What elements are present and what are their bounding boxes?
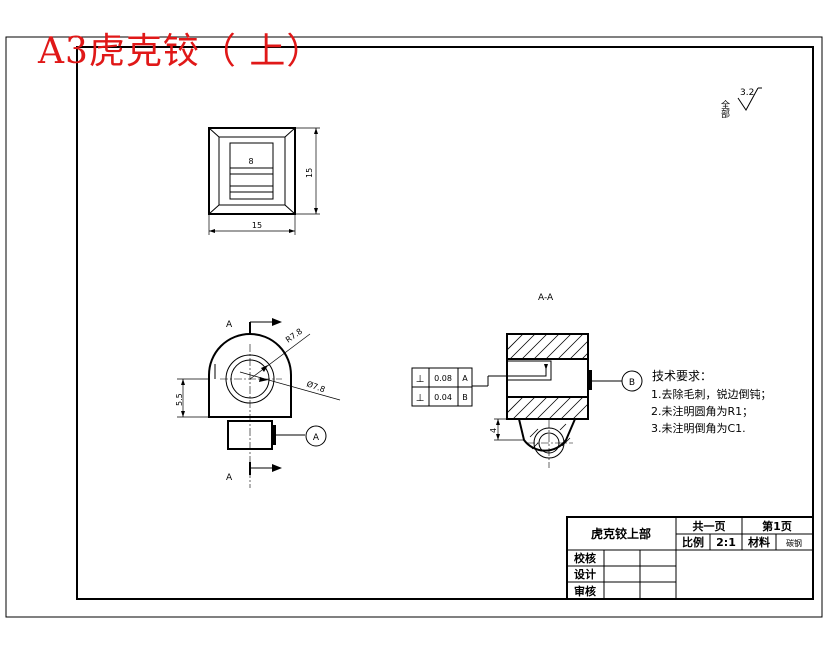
title-page-no: 第1页 bbox=[762, 519, 792, 533]
tolerance-1-datum: A bbox=[462, 374, 468, 383]
title-block: 虎克铰上部 共一页 第1页 比例 2:1 材料 碳钢 校核 设计 审核 bbox=[566, 516, 814, 600]
front-height-dim: 5.5 bbox=[175, 393, 184, 406]
section-depth-dim: 4 bbox=[489, 428, 498, 433]
tolerance-2-symbol: ⊥ bbox=[416, 393, 425, 404]
tech-req-item-1: 1.去除毛刺，锐边倒钝； bbox=[651, 387, 772, 401]
title-designed-label: 设计 bbox=[574, 567, 596, 581]
section-view: A-A B bbox=[472, 293, 643, 468]
tolerance-2-datum: B bbox=[462, 393, 468, 402]
tech-req-item-2: 2.未注明圆角为R1； bbox=[651, 404, 753, 418]
front-section-label-bottom: A bbox=[226, 473, 233, 483]
front-view: A A A R7.8 bbox=[175, 318, 341, 488]
tolerance-1-symbol: ⊥ bbox=[416, 374, 425, 385]
top-view-height-dim: 15 bbox=[305, 168, 314, 178]
title-scale-value: 2:1 bbox=[716, 536, 736, 549]
tech-req-heading: 技术要求： bbox=[652, 369, 712, 383]
title-part-name: 虎克铰上部 bbox=[591, 526, 651, 541]
inner-frame bbox=[76, 46, 814, 600]
front-section-label-top: A bbox=[226, 320, 233, 330]
section-title: A-A bbox=[538, 293, 554, 303]
title-approved-label: 审核 bbox=[574, 584, 596, 598]
front-bore-dim: Ø7.8 bbox=[305, 378, 326, 394]
top-view-inner-dim: 8 bbox=[248, 157, 253, 166]
front-datum-label: A bbox=[313, 433, 320, 443]
title-checked-label: 校核 bbox=[574, 551, 596, 565]
drawing-title: A3虎克铰（ 上） bbox=[38, 31, 324, 72]
tech-req-item-3: 3.未注明倒角为C1. bbox=[651, 421, 746, 435]
title-scale-label: 比例 bbox=[682, 535, 704, 549]
title-material-label: 材料 bbox=[748, 535, 770, 549]
title-total-pages: 共一页 bbox=[693, 519, 726, 533]
outer-border bbox=[5, 36, 823, 618]
title-material-value: 碳钢 bbox=[786, 538, 802, 548]
top-view: 8 15 15 bbox=[208, 127, 320, 235]
tolerance-frame: ⊥ 0.08 A ⊥ 0.04 B bbox=[411, 367, 473, 407]
roughness-symbol: 全部 3.2 bbox=[719, 87, 762, 119]
tech-requirements: 技术要求： 1.去除毛刺，锐边倒钝； 2.未注明圆角为R1； 3.未注明倒角为C… bbox=[651, 369, 772, 435]
roughness-label: 全部 bbox=[719, 99, 730, 119]
top-view-width-dim: 15 bbox=[252, 221, 262, 230]
tolerance-2-value: 0.04 bbox=[434, 393, 452, 402]
tolerance-1-value: 0.08 bbox=[434, 374, 452, 383]
roughness-value: 3.2 bbox=[740, 88, 754, 98]
section-datum-label: B bbox=[629, 378, 635, 388]
front-radius-dim: R7.8 bbox=[284, 327, 304, 345]
